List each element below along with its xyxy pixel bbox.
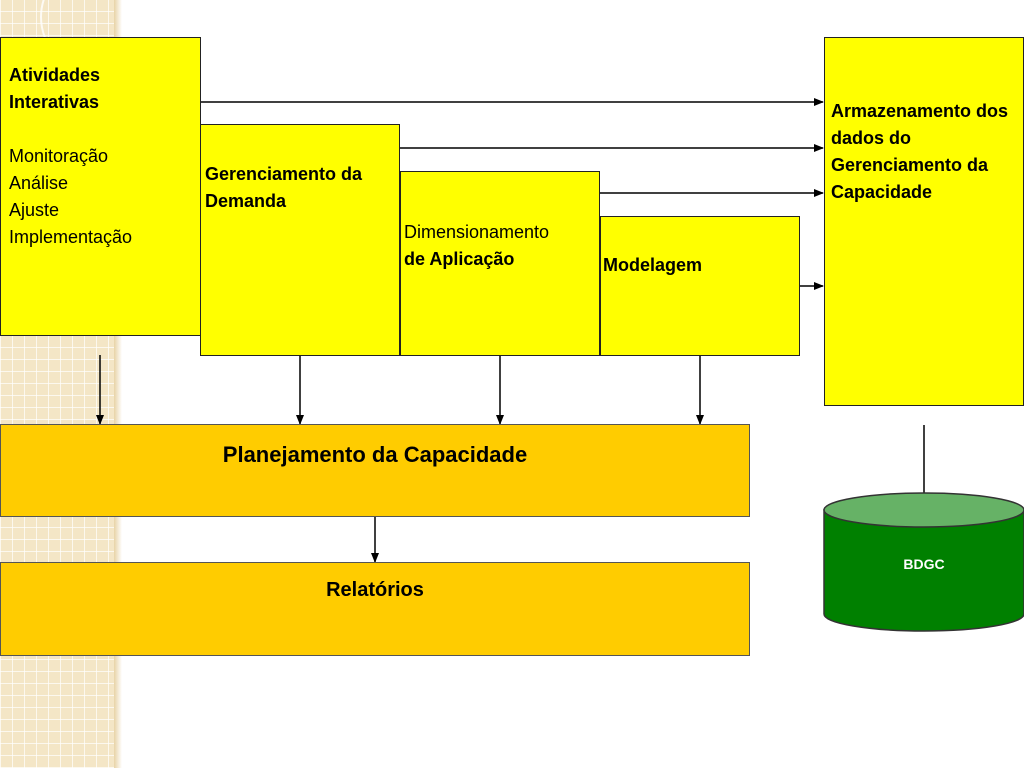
gerenciamento-demanda-box: Gerenciamento da Demanda [200,124,400,356]
atividades-item-ajuste: Ajuste [9,200,60,220]
relatorios-bar: Relatórios [0,562,750,656]
modelagem-label: Modelagem [603,255,703,275]
atividades-item-analise: Análise [9,173,69,193]
modelagem-box: Modelagem [600,216,800,356]
database-cylinder-top [823,492,1024,528]
dimensionamento-line1: Dimensionamento [404,222,550,242]
planejamento-label: Planejamento da Capacidade [222,442,528,467]
background-stripe-edge [114,0,122,768]
atividades-item-implementacao: Implementação [9,227,133,247]
dimensionamento-line2: de Aplicação [404,249,515,269]
atividades-title: Atividades Interativas [9,65,101,112]
atividades-interativas-box: Atividades Interativas Monitoração Análi… [0,37,201,336]
relatorios-label: Relatórios [326,579,424,601]
armazenamento-box: Armazenamento dos dados do Gerenciamento… [824,37,1024,406]
database-cylinder-body [823,509,1024,632]
database-label: BDGC [903,556,945,572]
armazenamento-label: Armazenamento dos dados do Gerenciamento… [831,101,1009,202]
atividades-item-monitoracao: Monitoração [9,146,109,166]
dimensionamento-aplicacao-box: Dimensionamento de Aplicação [400,171,600,356]
gerenciamento-label: Gerenciamento da Demanda [205,164,363,211]
planejamento-capacidade-bar: Planejamento da Capacidade [0,424,750,517]
